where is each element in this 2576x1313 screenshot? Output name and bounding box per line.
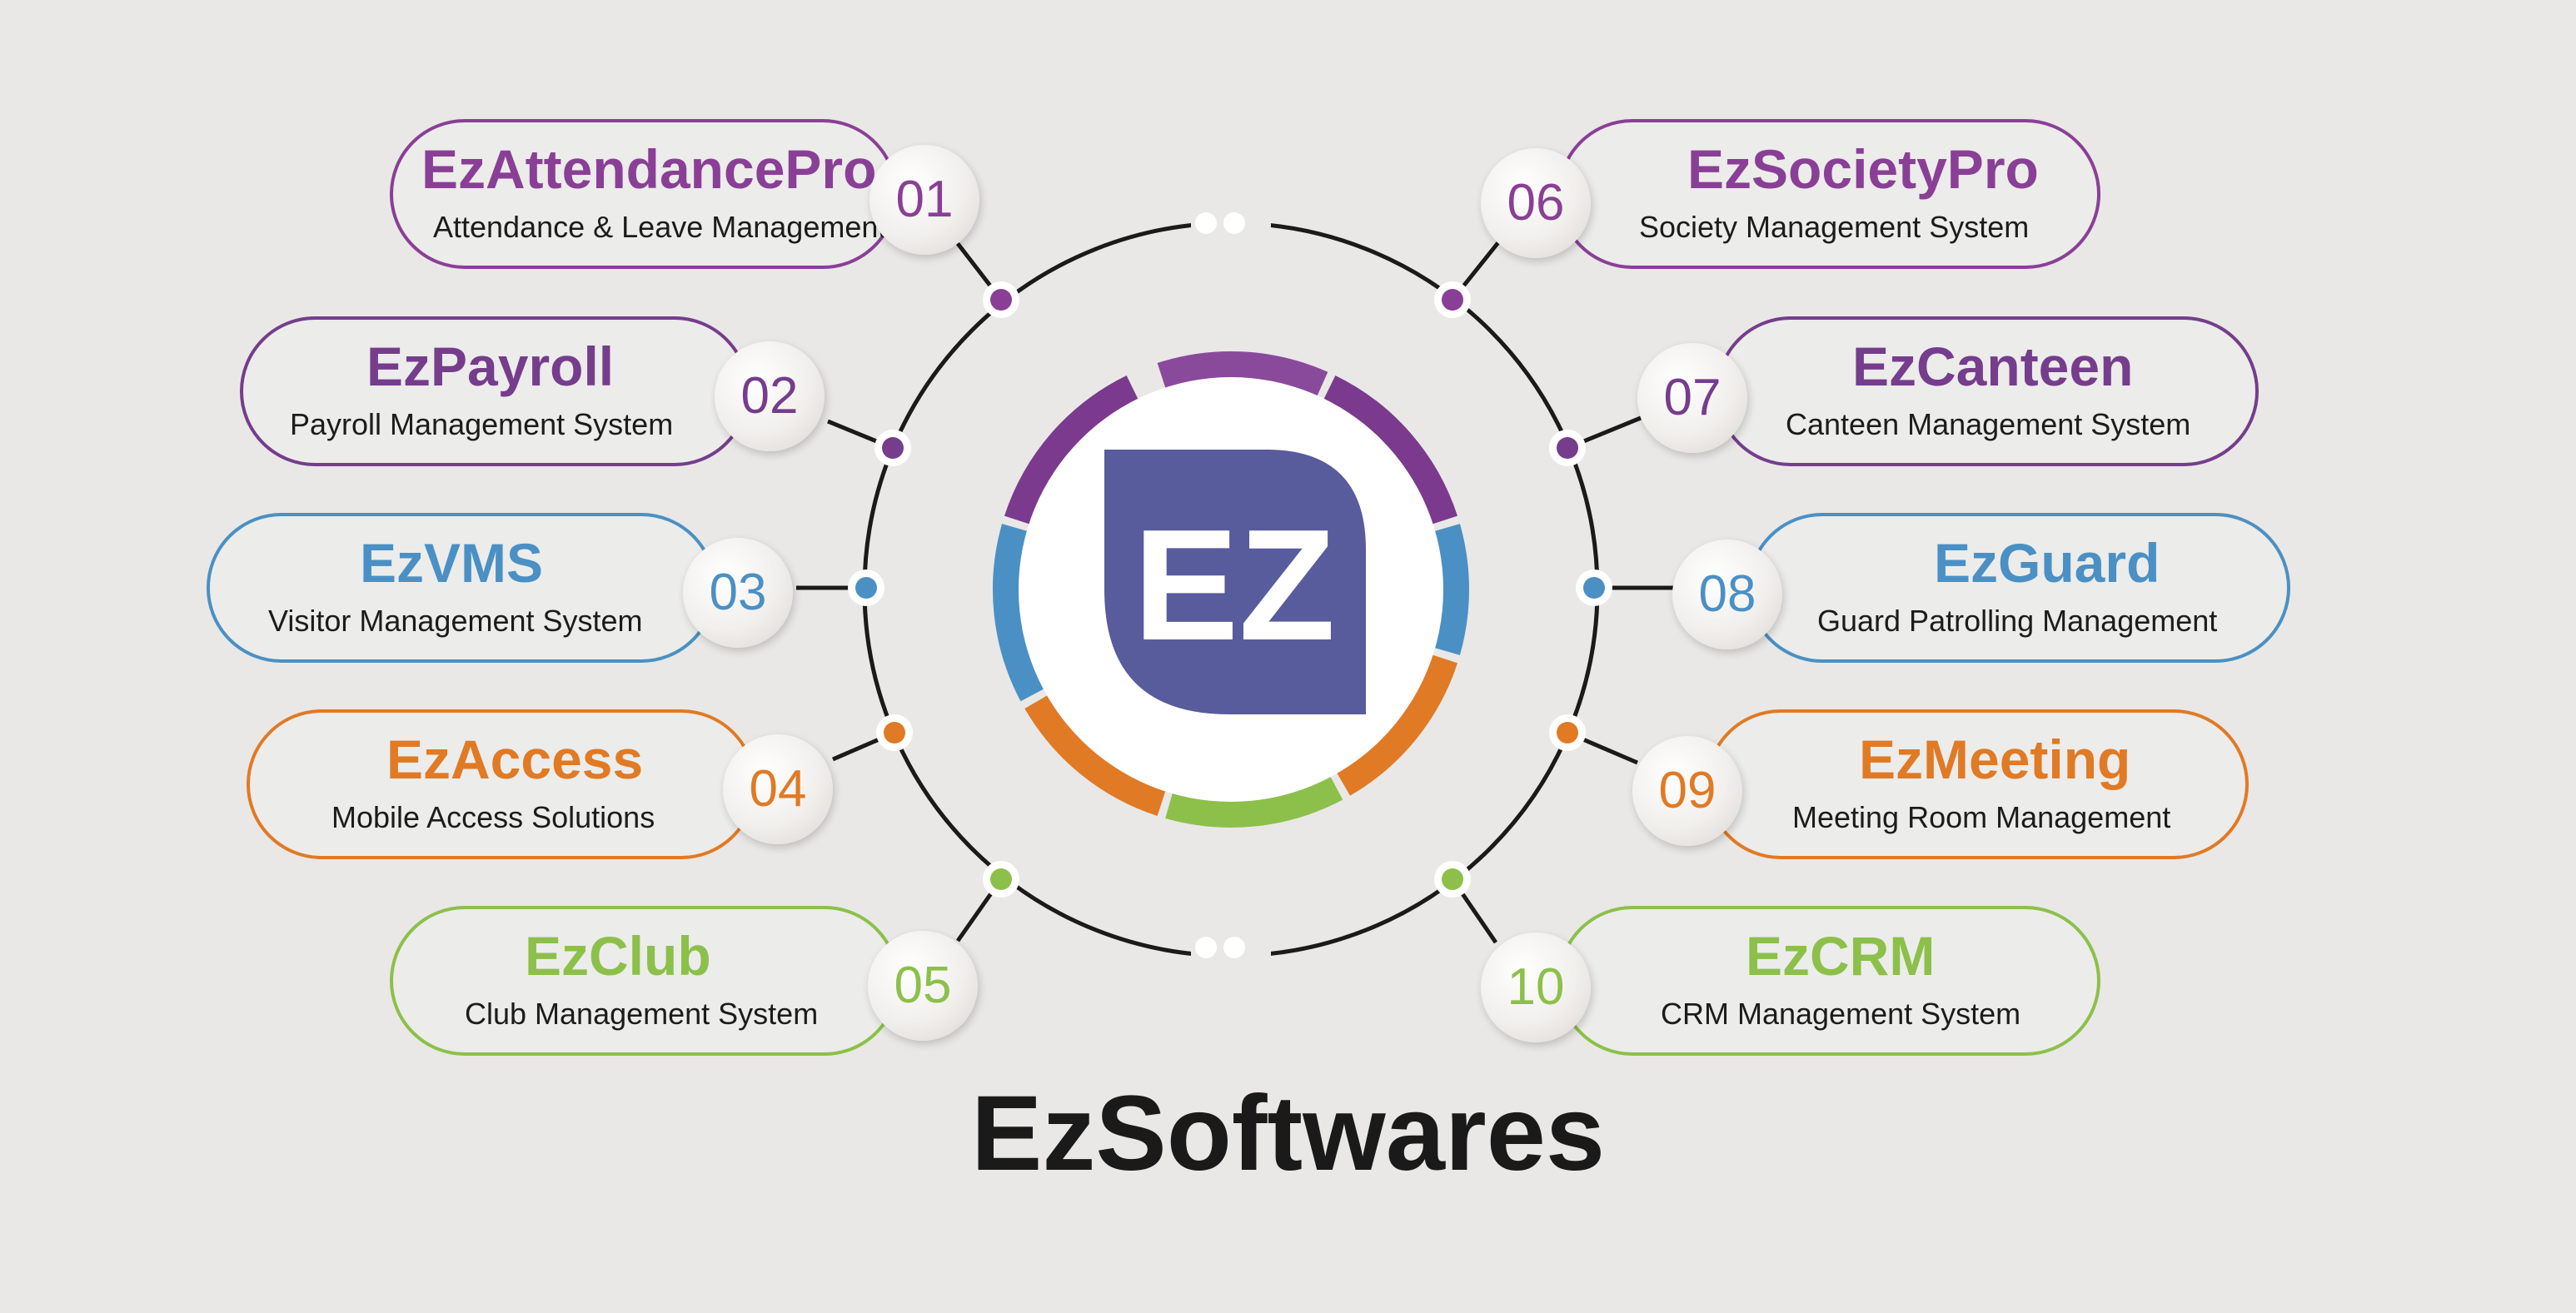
logo: EZ	[1019, 377, 1443, 802]
logo-text: EZ	[1134, 497, 1336, 674]
product-name: EzAttendancePro	[421, 138, 877, 200]
product-name: EzClub	[525, 925, 711, 987]
connector-node-dot	[882, 437, 904, 459]
connector-node-dot	[855, 577, 877, 599]
product-number-badge: 10	[1481, 933, 1591, 1042]
product-description: Attendance & Leave Management	[433, 210, 887, 244]
arc-segment	[1165, 770, 1343, 828]
orbit-end-dot	[1223, 212, 1245, 234]
product-card-07[interactable]: EzCanteen Canteen Management System	[1716, 316, 2259, 466]
arc-segment	[993, 524, 1050, 702]
product-number-badge: 07	[1637, 343, 1747, 453]
orbit-end-dot	[1195, 937, 1217, 958]
product-name: EzCRM	[1746, 925, 1936, 987]
orbit-end-dot	[1223, 937, 1245, 958]
product-description: Guard Patrolling Management	[1817, 604, 2218, 638]
product-card-03[interactable]: EzVMS Visitor Management System	[207, 513, 716, 663]
product-description: Payroll Management System	[290, 407, 674, 441]
product-name: EzMeeting	[1859, 729, 2131, 790]
product-name: EzAccess	[386, 729, 644, 790]
arc-segment	[1157, 351, 1328, 403]
product-description: Canteen Management System	[1786, 407, 2191, 441]
product-description: Club Management System	[465, 997, 819, 1031]
product-description: CRM Management System	[1661, 997, 2021, 1031]
connectors	[796, 240, 1674, 944]
arc-segment	[1024, 691, 1168, 816]
product-card-08[interactable]: EzGuard Guard Patrolling Management	[1747, 513, 2290, 663]
connector-node-dot	[1557, 437, 1578, 459]
main-title: EzSoftwares	[970, 1074, 1606, 1193]
connector-node-dot	[1557, 722, 1578, 744]
colored-arc-ring	[993, 351, 1469, 828]
product-name: EzSocietyPro	[1687, 138, 2039, 200]
product-card-02[interactable]: EzPayroll Payroll Management System	[240, 316, 750, 466]
product-name: EzPayroll	[366, 336, 615, 397]
orbit-end-dot	[1195, 212, 1217, 234]
product-card-09[interactable]: EzMeeting Meeting Room Management	[1706, 709, 2249, 859]
arc-segment	[1333, 652, 1457, 796]
arc-segment	[1004, 375, 1142, 527]
arc-segment	[1428, 524, 1469, 655]
product-card-01[interactable]: EzAttendancePro Attendance & Leave Manag…	[390, 119, 898, 269]
connector-node-dot	[1583, 577, 1605, 599]
product-number-badge: 04	[723, 734, 833, 844]
product-number-badge: 01	[869, 145, 979, 255]
product-number-badge: 09	[1632, 736, 1742, 846]
product-card-10[interactable]: EzCRM CRM Management System	[1557, 906, 2100, 1056]
product-number-badge: 02	[715, 341, 825, 451]
connector-node-dot	[884, 722, 905, 744]
connector-node-dot	[990, 868, 1012, 890]
product-number-badge: 05	[868, 931, 978, 1041]
product-number-badge: 08	[1672, 540, 1782, 649]
product-name: EzVMS	[360, 532, 544, 594]
product-number-badge: 06	[1481, 148, 1591, 258]
central-orbit	[862, 208, 1600, 971]
connector-node-dot	[1442, 868, 1463, 890]
product-card-04[interactable]: EzAccess Mobile Access Solutions	[247, 709, 756, 859]
product-description: Meeting Room Management	[1792, 800, 2171, 834]
product-card-06[interactable]: EzSocietyPro Society Management System	[1557, 119, 2100, 269]
connector-node-dot	[1442, 289, 1463, 311]
arc-segment	[1320, 375, 1457, 527]
product-card-05[interactable]: EzClub Club Management System	[390, 906, 899, 1056]
connector-node-dot	[990, 289, 1012, 311]
logo-badge	[1104, 450, 1366, 714]
product-number-badge: 03	[683, 538, 793, 648]
product-name: EzCanteen	[1852, 336, 2134, 397]
product-name: EzGuard	[1934, 532, 2160, 594]
product-description: Society Management System	[1639, 210, 2030, 244]
product-description: Mobile Access Solutions	[331, 800, 655, 834]
product-description: Visitor Management System	[268, 604, 643, 638]
